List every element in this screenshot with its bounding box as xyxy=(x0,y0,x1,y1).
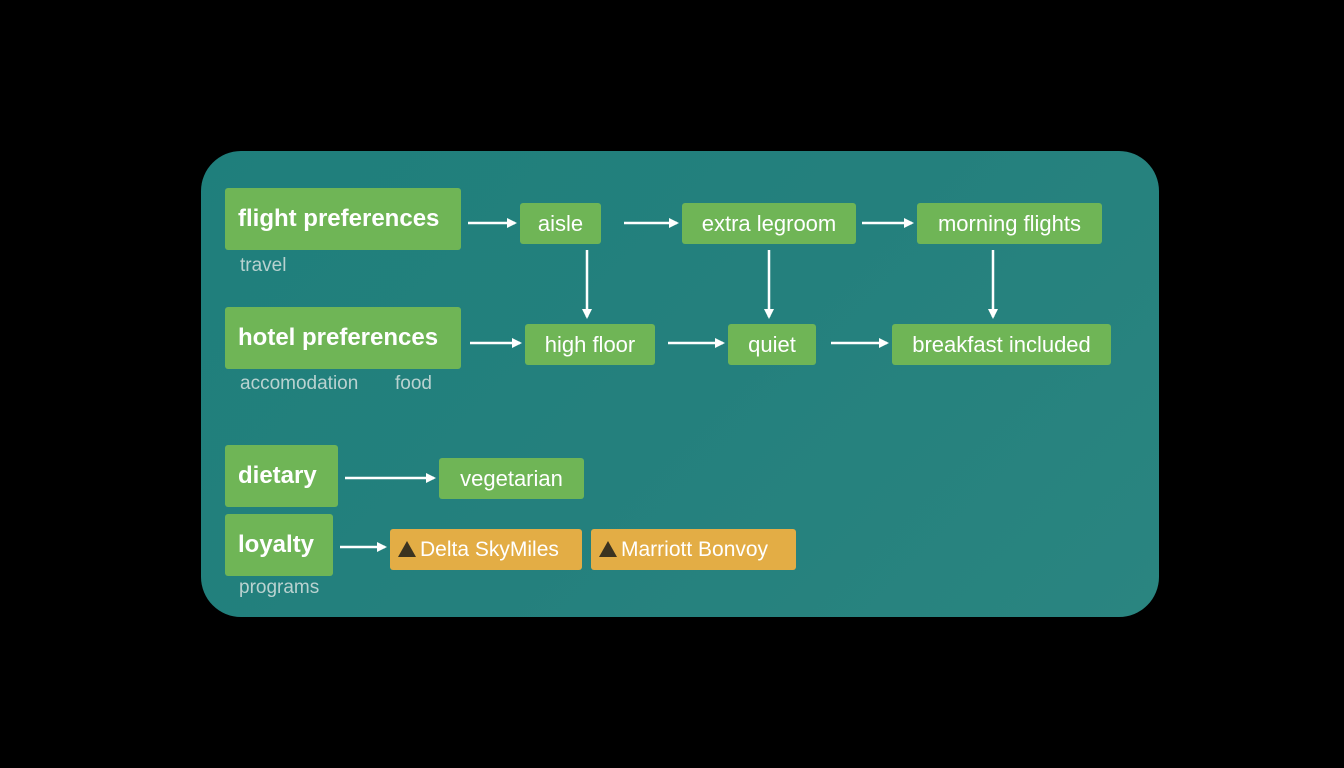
node-high-floor: high floor xyxy=(525,324,655,365)
node-quiet: quiet xyxy=(728,324,816,365)
delta-skymiles-label: Delta SkyMiles xyxy=(420,537,559,561)
triangle-icon xyxy=(398,540,416,557)
node-vegetarian: vegetarian xyxy=(439,458,584,499)
node-dietary: dietary xyxy=(225,445,338,507)
sublabel-travel: travel xyxy=(240,255,287,276)
node-extra-legroom: extra legroom xyxy=(682,203,856,244)
triangle-icon xyxy=(599,540,617,557)
sublabel-food: food xyxy=(395,373,432,394)
node-flight-preferences: flight preferences xyxy=(225,188,461,250)
node-loyalty: loyalty xyxy=(225,514,333,576)
sublabel-programs: programs xyxy=(239,577,320,598)
node-morning-flights: morning flights xyxy=(917,203,1102,244)
sublabel-accomodation: accomodation xyxy=(240,373,359,394)
node-hotel-preferences: hotel preferences xyxy=(225,307,461,369)
node-marriott-bonvoy: Marriott Bonvoy xyxy=(591,529,796,570)
node-breakfast-included: breakfast included xyxy=(892,324,1111,365)
marriott-bonvoy-label: Marriott Bonvoy xyxy=(621,537,769,561)
node-aisle: aisle xyxy=(520,203,601,244)
node-delta-skymiles: Delta SkyMiles xyxy=(390,529,582,570)
